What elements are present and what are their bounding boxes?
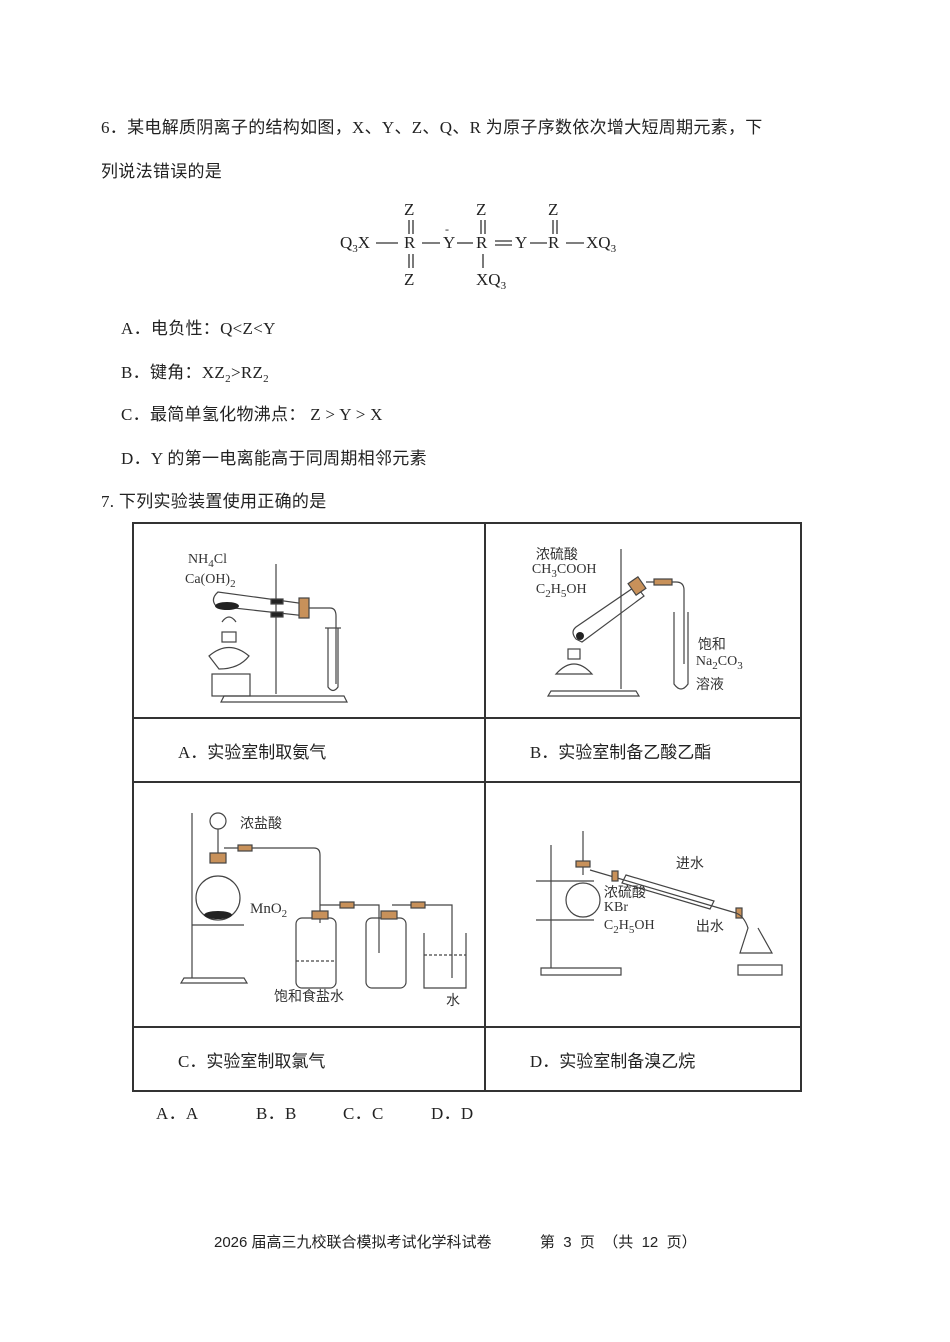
atom-r2: R <box>476 233 488 252</box>
footer-title: 2026 届高三九校联合模拟考试化学科试卷 <box>214 1234 492 1251</box>
bromoethane-apparatus-icon <box>535 831 783 976</box>
q7-answer-a: A．A <box>156 1104 199 1123</box>
q6-option-a: A．电负性：Q<Z<Y <box>121 319 276 338</box>
label-c2h5oh-d: C2H5OH <box>603 918 655 936</box>
label-conc-hcl: 浓盐酸 <box>240 817 282 832</box>
q7-answer-c: C．C <box>343 1104 384 1123</box>
label-kbr: KBr <box>603 900 629 915</box>
caption-a: A．实验室制取氨气 <box>132 717 486 783</box>
label-conc-h2so4-d: 浓硫酸 <box>603 886 646 901</box>
label-saturated: 饱和 <box>697 638 726 653</box>
top-z-3: Z <box>548 200 559 219</box>
footer-page: 第 3 页 （共 12 页） <box>539 1234 697 1251</box>
figure-b: 浓硫酸 CH3COOH C2H5OH 饱和 Na2CO3 溶液 <box>483 522 803 719</box>
atom-r1: R <box>404 233 416 252</box>
caption-d: D．实验室制备溴乙烷 <box>483 1026 803 1092</box>
page-footer: 2026 届高三九校联合模拟考试化学科试卷 第 3 页 （共 12 页） <box>214 1231 697 1252</box>
q7-stem: 7. 下列实验装置使用正确的是 <box>101 492 327 511</box>
atom-y2: Y <box>515 233 528 252</box>
label-conc-h2so4: 浓硫酸 <box>535 548 578 563</box>
figure-d: 进水 出水 浓硫酸 KBr C2H5OH <box>483 781 803 1028</box>
label-mno2: MnO2 <box>250 901 288 920</box>
ammonia-apparatus-icon <box>208 564 348 703</box>
label-water-out: 出水 <box>695 920 724 935</box>
q6-option-c: C．最简单氢化物沸点： Z > Y > X <box>121 405 383 424</box>
bottom-z: Z <box>404 270 415 289</box>
caption-b: B．实验室制备乙酸乙酯 <box>483 717 803 783</box>
label-nh4cl: NH4Cl <box>188 552 227 570</box>
label-brine: 饱和食盐水 <box>274 990 344 1005</box>
label-water-in: 进水 <box>675 857 704 872</box>
caption-c: C．实验室制取氯气 <box>132 1026 486 1092</box>
charge-mark: - <box>445 222 449 236</box>
q6-stem-line1: 6．某电解质阴离子的结构如图，X、Y、Z、Q、R 为原子序数依次增大短周期元素，… <box>101 118 763 137</box>
bottom-xq3: XQ3 <box>476 270 507 292</box>
ester-apparatus-icon <box>546 549 689 697</box>
q7-answer-d: D．D <box>431 1104 474 1123</box>
atom-y1: Y <box>443 233 456 252</box>
left-group: Q3X <box>340 233 371 255</box>
structure-bonds <box>376 220 584 268</box>
q6-structure-diagram: Z Z Z Q3X R Y - R Y R XQ3 Z XQ3 <box>340 198 640 298</box>
q6-option-b: B．键角：XZ2>RZ2 <box>121 363 269 385</box>
q6-stem-line2: 列说法错误的是 <box>101 162 223 181</box>
label-caoh2: Ca(OH)2 <box>185 572 236 590</box>
q7-answer-b: B．B <box>256 1104 297 1123</box>
figure-a: NH4Cl Ca(OH)2 <box>132 522 486 719</box>
figure-c: 浓盐酸 MnO2 饱和食盐水 水 <box>132 781 486 1028</box>
apparatus-table: NH4Cl Ca(OH)2 浓硫酸 CH3COOH <box>132 522 803 1092</box>
label-c2h5oh: C2H5OH <box>535 582 587 600</box>
top-z-2: Z <box>476 200 487 219</box>
top-z-1: Z <box>404 200 415 219</box>
right-group: XQ3 <box>586 233 617 255</box>
label-water: 水 <box>446 994 460 1009</box>
atom-r3: R <box>548 233 560 252</box>
label-na2co3: Na2CO3 <box>695 654 743 672</box>
label-ch3cooh: CH3COOH <box>531 562 597 580</box>
label-solution: 溶液 <box>695 678 724 693</box>
q6-option-d: D．Y 的第一电离能高于同周期相邻元素 <box>121 449 427 468</box>
chlorine-apparatus-icon <box>179 812 467 989</box>
